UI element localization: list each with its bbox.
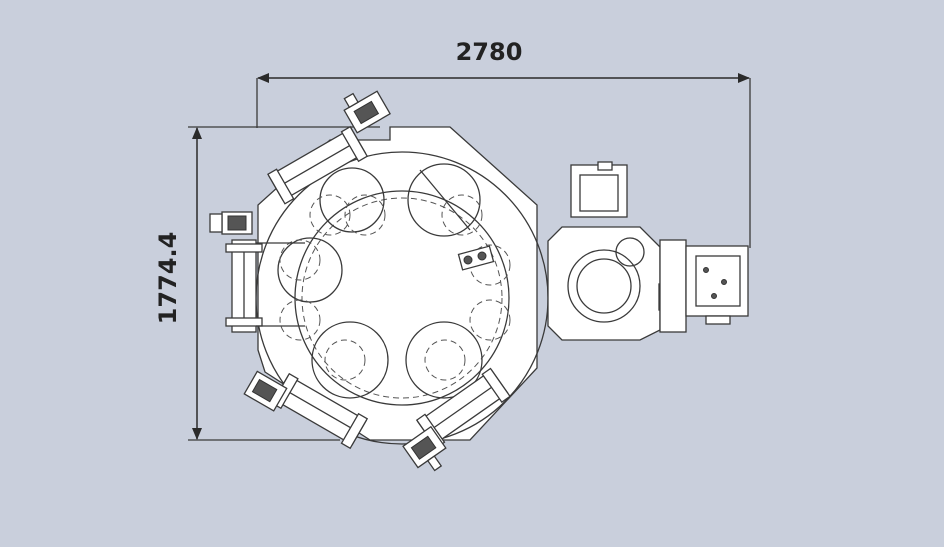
arm-bottom-left	[271, 372, 369, 450]
motor-bottom-right	[402, 425, 447, 472]
station-cups	[277, 163, 511, 399]
height-dimension: 1774.4	[154, 126, 380, 441]
rotary-base	[255, 126, 549, 445]
arm-top-left	[267, 125, 369, 205]
height-dimension-label: 1774.4	[154, 232, 182, 325]
width-dimension-label: 2780	[456, 38, 523, 66]
width-dimension: 2780	[256, 38, 751, 248]
motor-left	[209, 211, 253, 235]
center-fixture	[457, 245, 495, 271]
arm-left	[225, 239, 305, 333]
auxiliary-unit	[547, 161, 749, 341]
motor-bottom-left	[243, 370, 288, 412]
motor-top	[343, 90, 391, 134]
